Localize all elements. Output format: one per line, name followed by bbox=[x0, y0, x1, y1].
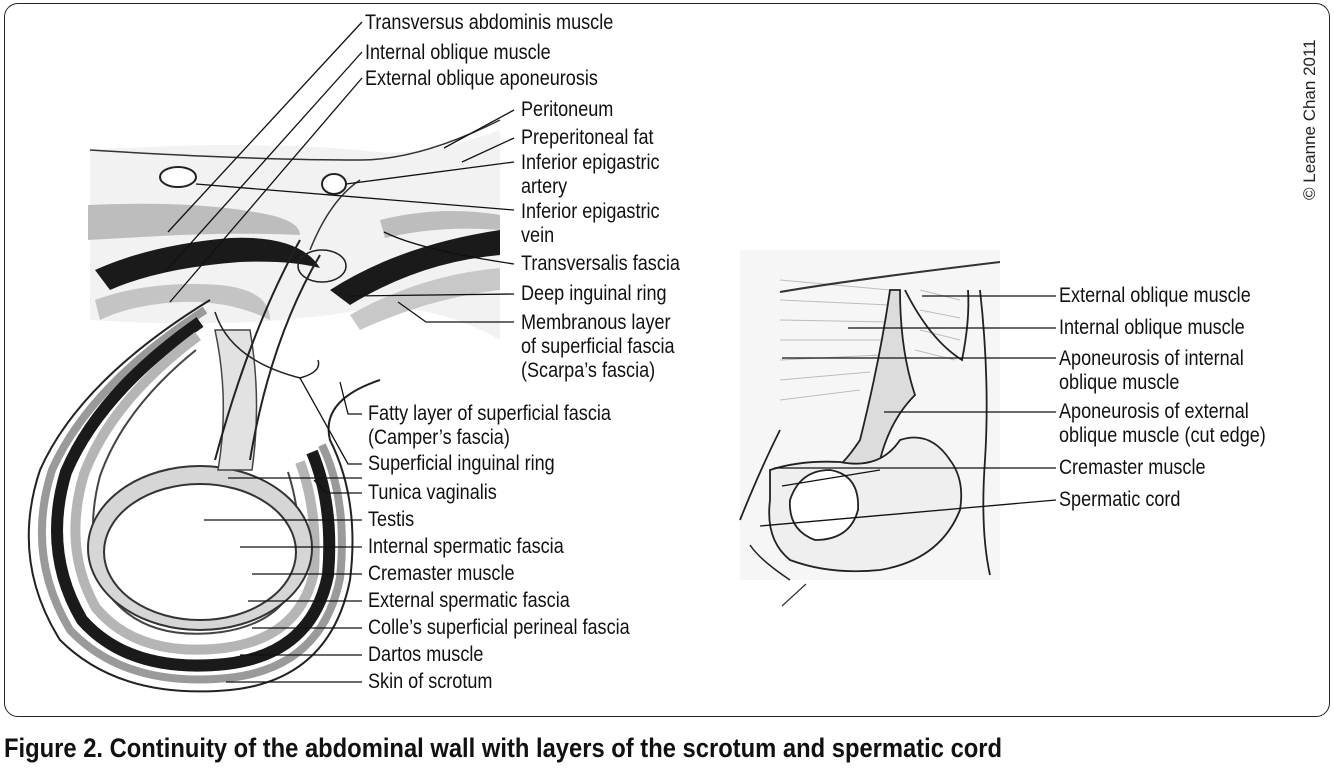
label-peritoneum: Peritoneum bbox=[521, 98, 613, 122]
label-dartos-muscle: Dartos muscle bbox=[368, 643, 483, 667]
label-external-spermatic-fascia: External spermatic fascia bbox=[368, 589, 570, 613]
inferior-epigastric-artery bbox=[322, 174, 346, 194]
label-skin-of-scrotum: Skin of scrotum bbox=[368, 670, 492, 694]
label-internal-oblique-muscle: Internal oblique muscle bbox=[365, 41, 551, 65]
label-preperitoneal-fat: Preperitoneal fat bbox=[521, 126, 654, 150]
label-transversalis-fascia: Transversalis fascia bbox=[521, 252, 680, 276]
label-inferior-epigastric-artery: Inferior epigastric artery bbox=[521, 151, 660, 199]
label-external-oblique-muscle: External oblique muscle bbox=[1059, 284, 1251, 308]
label-internal-oblique-muscle-right: Internal oblique muscle bbox=[1059, 316, 1245, 340]
label-testis: Testis bbox=[368, 508, 414, 532]
label-aponeurosis-internal-oblique: Aponeurosis of internal oblique muscle bbox=[1059, 347, 1244, 395]
stray-stroke bbox=[782, 584, 806, 606]
label-campers-fascia: Fatty layer of superficial fascia (Campe… bbox=[368, 402, 611, 450]
label-superficial-inguinal-ring: Superficial inguinal ring bbox=[368, 452, 555, 476]
copyright-notice: © Leanne Chan 2011 bbox=[1300, 39, 1320, 200]
label-inferior-epigastric-vein: Inferior epigastric vein bbox=[521, 200, 660, 248]
label-colles-fascia: Colle’s superficial perineal fascia bbox=[368, 616, 630, 640]
label-cremaster-muscle-right: Cremaster muscle bbox=[1059, 456, 1206, 480]
label-cremaster-muscle-left: Cremaster muscle bbox=[368, 562, 515, 586]
label-external-oblique-aponeurosis: External oblique aponeurosis bbox=[365, 67, 598, 91]
label-deep-inguinal-ring: Deep inguinal ring bbox=[521, 282, 667, 306]
label-spermatic-cord: Spermatic cord bbox=[1059, 488, 1180, 512]
right-inguinal-sketch bbox=[740, 250, 1000, 606]
inferior-epigastric-vein bbox=[160, 167, 196, 187]
figure-caption: Figure 2. Continuity of the abdominal wa… bbox=[4, 733, 1002, 764]
label-tunica-vaginalis: Tunica vaginalis bbox=[368, 481, 497, 505]
label-scarpas-fascia: Membranous layer of superficial fascia (… bbox=[521, 311, 675, 383]
label-aponeurosis-external-oblique: Aponeurosis of external oblique muscle (… bbox=[1059, 400, 1266, 448]
testis bbox=[104, 484, 296, 620]
label-internal-spermatic-fascia: Internal spermatic fascia bbox=[368, 535, 564, 559]
label-transversus-abdominis-muscle: Transversus abdominis muscle bbox=[365, 11, 613, 35]
